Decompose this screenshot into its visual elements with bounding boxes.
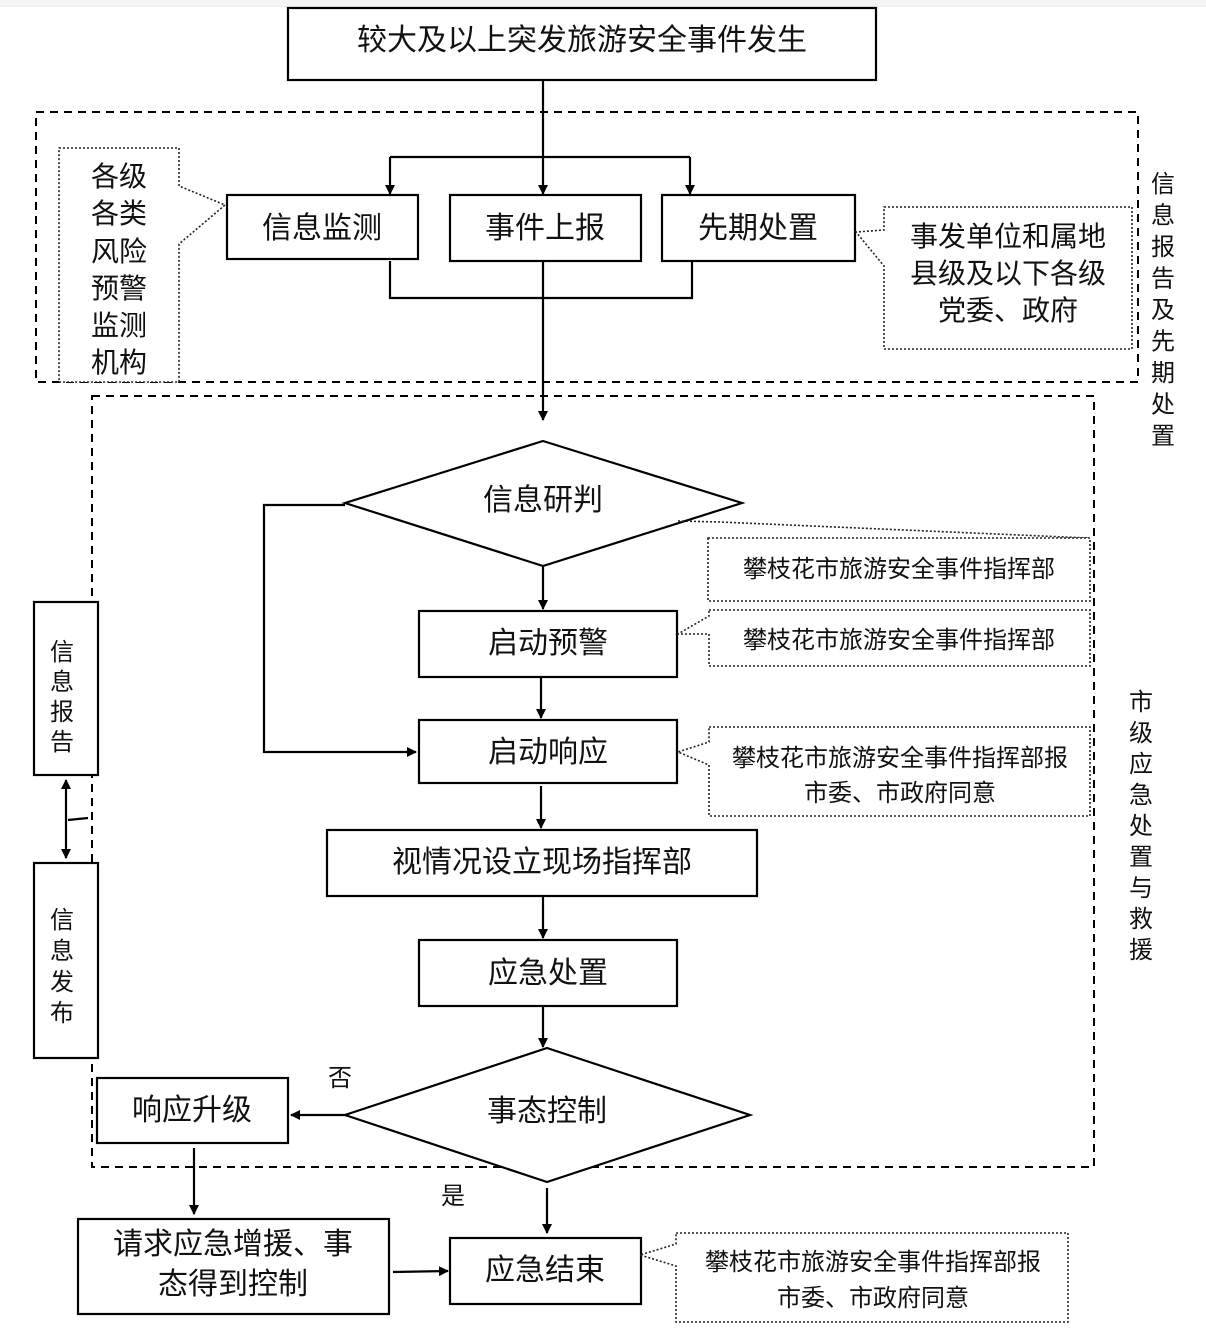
note-line: 预警 bbox=[91, 272, 147, 305]
connector-tick bbox=[67, 816, 89, 822]
note-line: 县级及以下各级 bbox=[910, 257, 1106, 290]
start-warning-label: 启动预警 bbox=[488, 626, 608, 661]
stage2-label-char: 与 bbox=[1129, 874, 1153, 902]
connector-reinforce-to-end bbox=[392, 1266, 449, 1277]
stage1-label-char: 期 bbox=[1151, 359, 1175, 387]
info-release-char: 息 bbox=[50, 937, 74, 965]
note-text: 市委、市政府同意 bbox=[777, 1284, 969, 1312]
note-line: 各级 bbox=[91, 160, 147, 193]
stage2-label-char: 处 bbox=[1129, 812, 1153, 840]
start-label: 较大及以上突发旅游安全事件发生 bbox=[357, 23, 807, 58]
emergency-end-label: 应急结束 bbox=[485, 1253, 605, 1288]
note-command-hq-4: 攀枝花市旅游安全事件指挥部报 市委、市政府同意 bbox=[637, 1232, 1069, 1323]
stage2-label-char: 级 bbox=[1129, 719, 1153, 747]
node-info-monitor[interactable]: 信息监测 bbox=[225, 193, 420, 261]
response-upgrade-label: 响应升级 bbox=[132, 1093, 252, 1128]
stage2-label-char: 救 bbox=[1129, 905, 1153, 933]
note-line: 事发单位和属地 bbox=[910, 220, 1106, 253]
info-report-char: 息 bbox=[50, 668, 74, 696]
stage1-region bbox=[35, 111, 1139, 383]
note-local-government: 事发单位和属地 县级及以下各级 党委、政府 bbox=[854, 206, 1133, 350]
stage2-label-char: 急 bbox=[1129, 781, 1153, 809]
start-node[interactable]: 较大及以上突发旅游安全事件发生 bbox=[286, 6, 878, 82]
note-line: 各类 bbox=[91, 197, 147, 230]
info-monitor-label: 信息监测 bbox=[262, 211, 382, 246]
note-connector bbox=[677, 520, 1089, 539]
note-text: 攀枝花市旅游安全事件指挥部报 bbox=[705, 1248, 1041, 1276]
info-release-char: 布 bbox=[50, 999, 74, 1027]
stage1-label-char: 息 bbox=[1151, 202, 1175, 230]
note-text: 攀枝花市旅游安全事件指挥部 bbox=[743, 555, 1055, 583]
note-command-hq-2: 攀枝花市旅游安全事件指挥部 bbox=[675, 609, 1091, 667]
note-line: 风险 bbox=[91, 235, 147, 268]
decision-info-judgment[interactable]: 信息研判 bbox=[341, 439, 746, 568]
connector-judge-to-response bbox=[262, 503, 417, 757]
field-command-label: 视情况设立现场指挥部 bbox=[392, 845, 692, 880]
stage1-label-char: 先 bbox=[1151, 328, 1175, 356]
info-release-char: 发 bbox=[50, 968, 74, 996]
info-report-char: 信 bbox=[50, 638, 74, 666]
note-text: 攀枝花市旅游安全事件指挥部报 bbox=[732, 744, 1068, 772]
stage1-label-char: 处 bbox=[1151, 391, 1175, 419]
start-response-label: 启动响应 bbox=[488, 735, 608, 770]
node-request-reinforcement[interactable]: 请求应急增援、事 态得到控制 bbox=[76, 1217, 391, 1316]
stage1-label-char: 信 bbox=[1151, 170, 1175, 198]
node-start-response[interactable]: 启动响应 bbox=[417, 718, 679, 785]
info-report-char: 报 bbox=[50, 698, 74, 726]
note-command-hq-1: 攀枝花市旅游安全事件指挥部 bbox=[707, 537, 1091, 602]
node-initial-disposal[interactable]: 先期处置 bbox=[660, 193, 857, 263]
note-line: 党委、政府 bbox=[938, 294, 1078, 327]
node-event-report[interactable]: 事件上报 bbox=[448, 193, 643, 263]
reinforce-line: 态得到控制 bbox=[158, 1267, 308, 1302]
stage1-label-char: 告 bbox=[1151, 265, 1175, 293]
node-field-command[interactable]: 视情况设立现场指挥部 bbox=[325, 828, 759, 898]
event-report-label: 事件上报 bbox=[485, 211, 605, 246]
yes-branch-label: 是 bbox=[441, 1182, 465, 1210]
stage1-label-char: 及 bbox=[1151, 296, 1175, 324]
note-text: 攀枝花市旅游安全事件指挥部 bbox=[743, 626, 1055, 654]
note-line: 机构 bbox=[91, 346, 147, 379]
note-line: 监测 bbox=[91, 309, 147, 342]
stage1-label-char: 置 bbox=[1151, 422, 1175, 450]
stage2-label-char: 应 bbox=[1129, 750, 1153, 778]
stage1-label-char: 报 bbox=[1151, 233, 1175, 261]
stage2-label-char: 援 bbox=[1129, 936, 1153, 964]
node-response-upgrade[interactable]: 响应升级 bbox=[95, 1076, 290, 1145]
node-emergency-end[interactable]: 应急结束 bbox=[448, 1236, 643, 1306]
node-emergency-disposal[interactable]: 应急处置 bbox=[417, 938, 679, 1008]
stage2-label-char: 置 bbox=[1129, 843, 1153, 871]
note-command-hq-3: 攀枝花市旅游安全事件指挥部报 市委、市政府同意 bbox=[675, 726, 1091, 817]
stage2-label-char: 市 bbox=[1129, 688, 1153, 716]
emergency-disposal-label: 应急处置 bbox=[488, 956, 608, 991]
no-branch-label: 否 bbox=[328, 1064, 352, 1092]
info-release-char: 信 bbox=[50, 906, 74, 934]
situation-control-label: 事态控制 bbox=[487, 1094, 607, 1129]
note-text: 市委、市政府同意 bbox=[804, 779, 996, 807]
info-judgment-label: 信息研判 bbox=[483, 483, 603, 518]
reinforce-line: 请求应急增援、事 bbox=[113, 1227, 353, 1262]
initial-disposal-label: 先期处置 bbox=[698, 211, 818, 246]
node-start-warning[interactable]: 启动预警 bbox=[417, 609, 679, 679]
note-monitoring-agencies: 各级 各类 风险 预警 监测 机构 bbox=[58, 147, 227, 383]
info-report-char: 告 bbox=[50, 728, 74, 756]
decision-situation-control[interactable]: 事态控制 bbox=[341, 1046, 754, 1184]
window-top-bar bbox=[0, 0, 1206, 7]
connector-merge bbox=[388, 261, 694, 300]
